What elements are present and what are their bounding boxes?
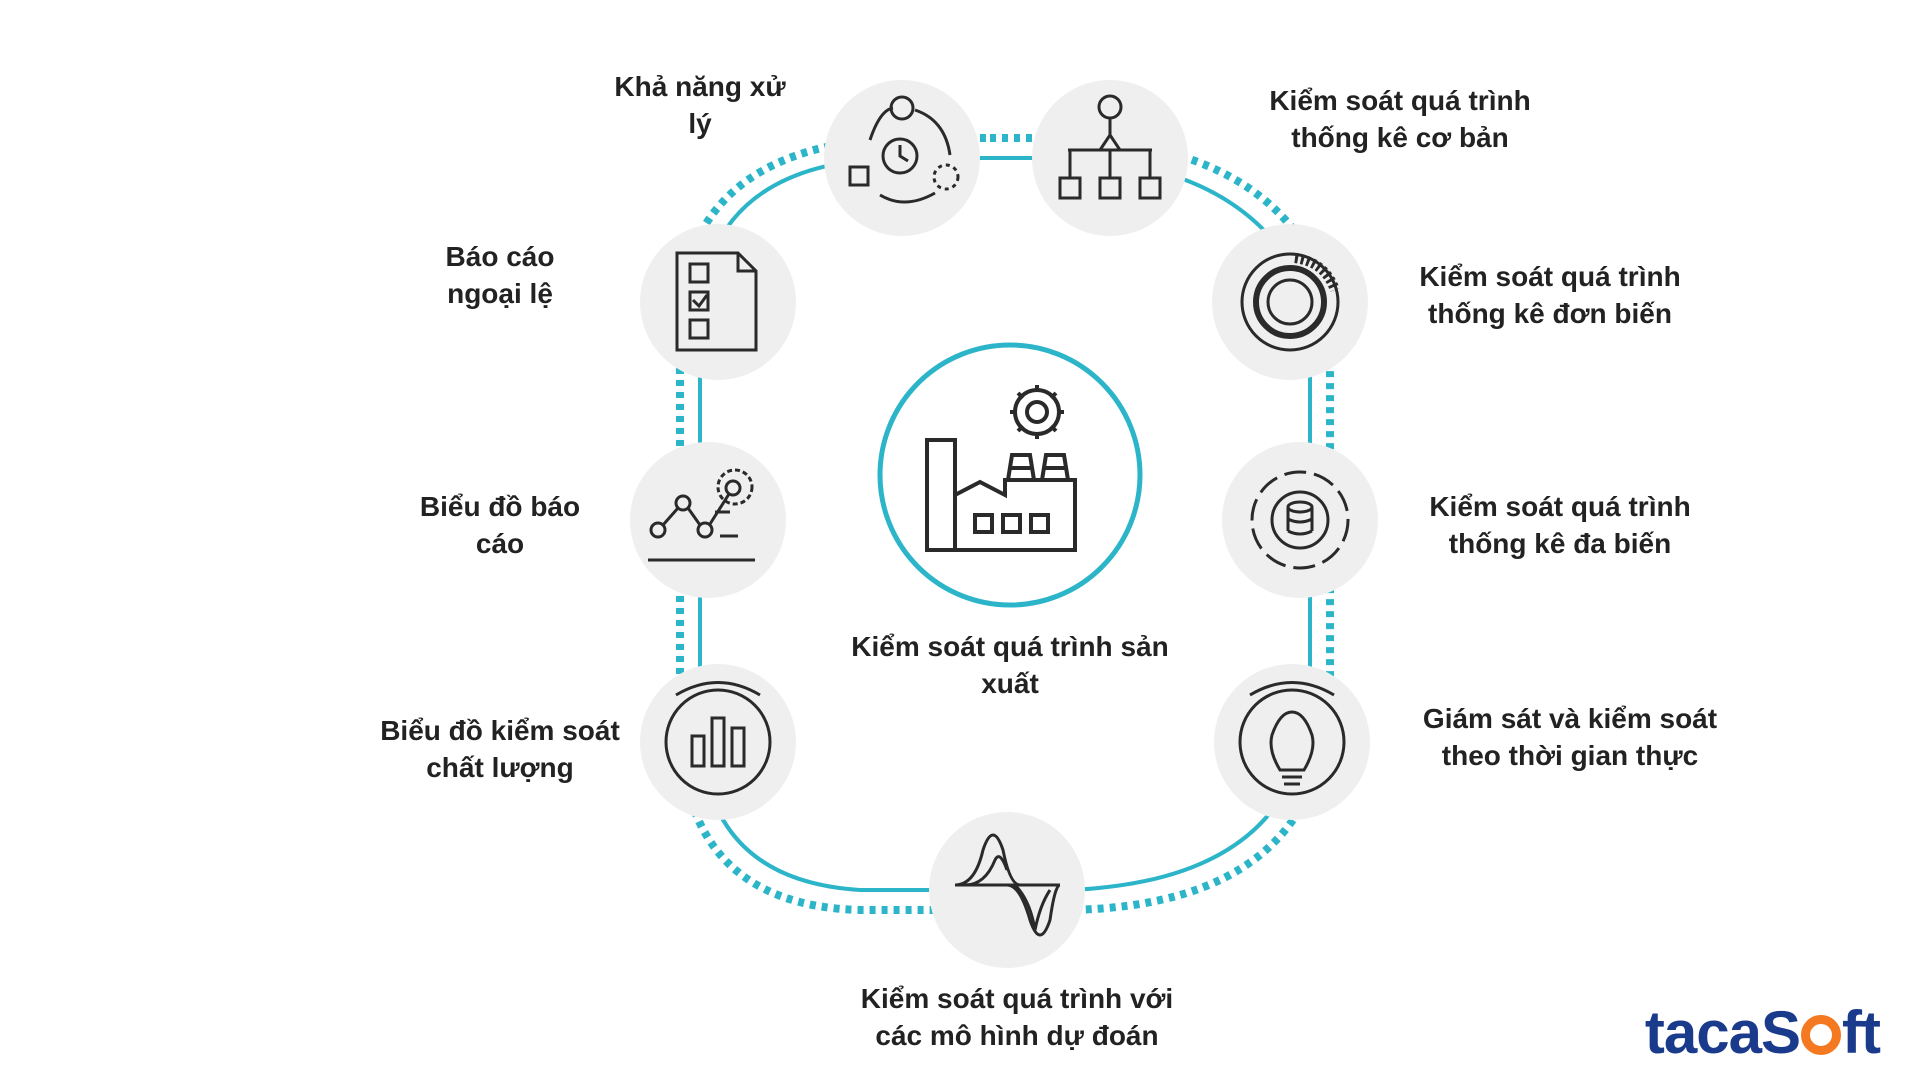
process-cycle-icon <box>848 95 960 204</box>
lightbulb-dial-icon <box>1238 681 1346 796</box>
line-chart-gear-icon <box>648 468 755 562</box>
logo-s: S <box>1761 999 1801 1066</box>
node-mo-hinh-du-doan <box>929 812 1085 968</box>
logo-part1: taca <box>1644 999 1762 1066</box>
hierarchy-icon <box>1058 94 1162 200</box>
checklist-document-icon <box>675 251 758 352</box>
node-chat-luong <box>640 664 796 820</box>
ring-dotted <box>676 134 1334 914</box>
circular-gauge-icon <box>1240 252 1340 352</box>
bar-chart-dial-icon <box>664 681 772 796</box>
logo-o-gear-icon <box>1801 1015 1842 1055</box>
node-kha-nang-xu-ly <box>824 80 980 236</box>
wave-distribution-icon <box>954 833 1061 937</box>
database-ring-icon <box>1250 470 1350 570</box>
node-don-bien <box>1212 224 1368 380</box>
node-da-bien <box>1222 442 1378 598</box>
node-ngoai-le <box>640 224 796 380</box>
logo-part2: ft <box>1842 999 1881 1066</box>
node-co-ban <box>1032 80 1188 236</box>
node-bieu-do-bao-cao <box>630 442 786 598</box>
factory-icon <box>925 385 1077 552</box>
node-thoi-gian-thuc <box>1214 664 1370 820</box>
center-hub <box>877 342 1143 608</box>
